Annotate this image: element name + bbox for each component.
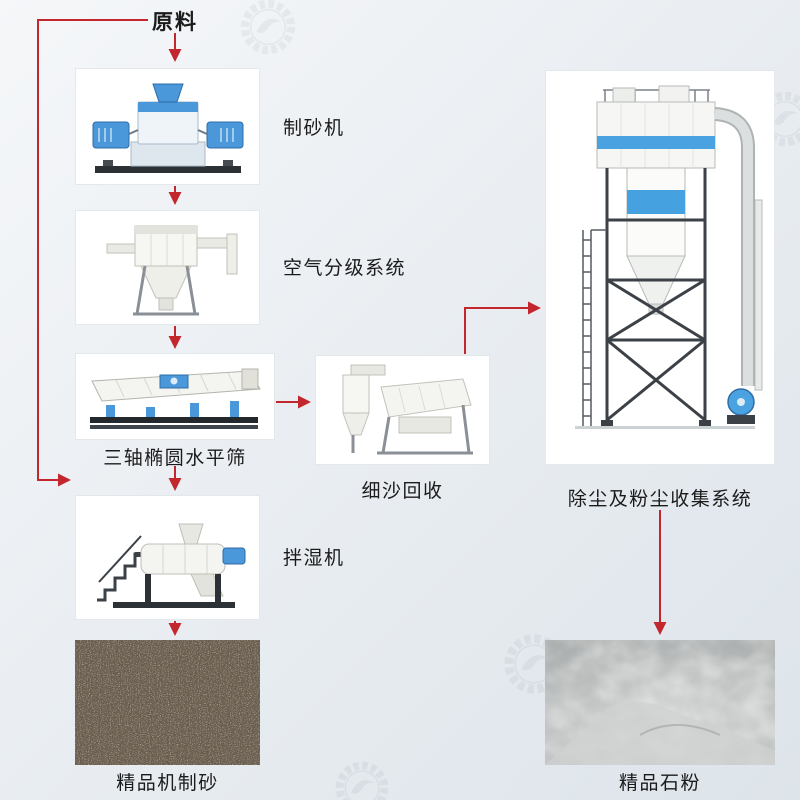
triaxial-screen-label: 三轴椭圆水平筛 — [103, 448, 247, 469]
fine-sand-recycler-panel — [315, 355, 490, 465]
fine-sand-recycler-label: 细沙回收 — [361, 481, 444, 502]
arrow-recycler-to-dust-collector — [464, 301, 541, 354]
humidifier-label: 拌湿机 — [283, 548, 345, 569]
stone-powder-photo — [545, 640, 775, 765]
sand-maker-illustration — [92, 83, 243, 173]
dust-collection-panel — [545, 70, 775, 465]
air-classifier-panel — [75, 210, 260, 325]
humidifier-panel — [75, 495, 260, 620]
triaxial-screen-panel — [75, 353, 275, 440]
watermark-logo — [330, 756, 394, 800]
fine-sand-recycler-illustration — [341, 364, 473, 455]
dust-collection-illustration — [575, 85, 763, 429]
machine-sand-label: 精品机制砂 — [116, 773, 219, 794]
sand-maker-label: 制砂机 — [283, 118, 345, 139]
dust-collection-label: 除尘及粉尘收集系统 — [567, 489, 753, 510]
air-classifier-label: 空气分级系统 — [283, 258, 407, 279]
source-label: 原料 — [152, 11, 198, 34]
stone-powder-label: 精品石粉 — [618, 773, 701, 794]
machine-sand-photo — [75, 640, 260, 765]
humidifier-illustration — [96, 523, 245, 608]
watermark-logo — [235, 0, 301, 60]
triaxial-screen-illustration — [90, 368, 261, 429]
air-classifier-illustration — [106, 225, 237, 316]
sand-maker-panel — [75, 68, 260, 185]
